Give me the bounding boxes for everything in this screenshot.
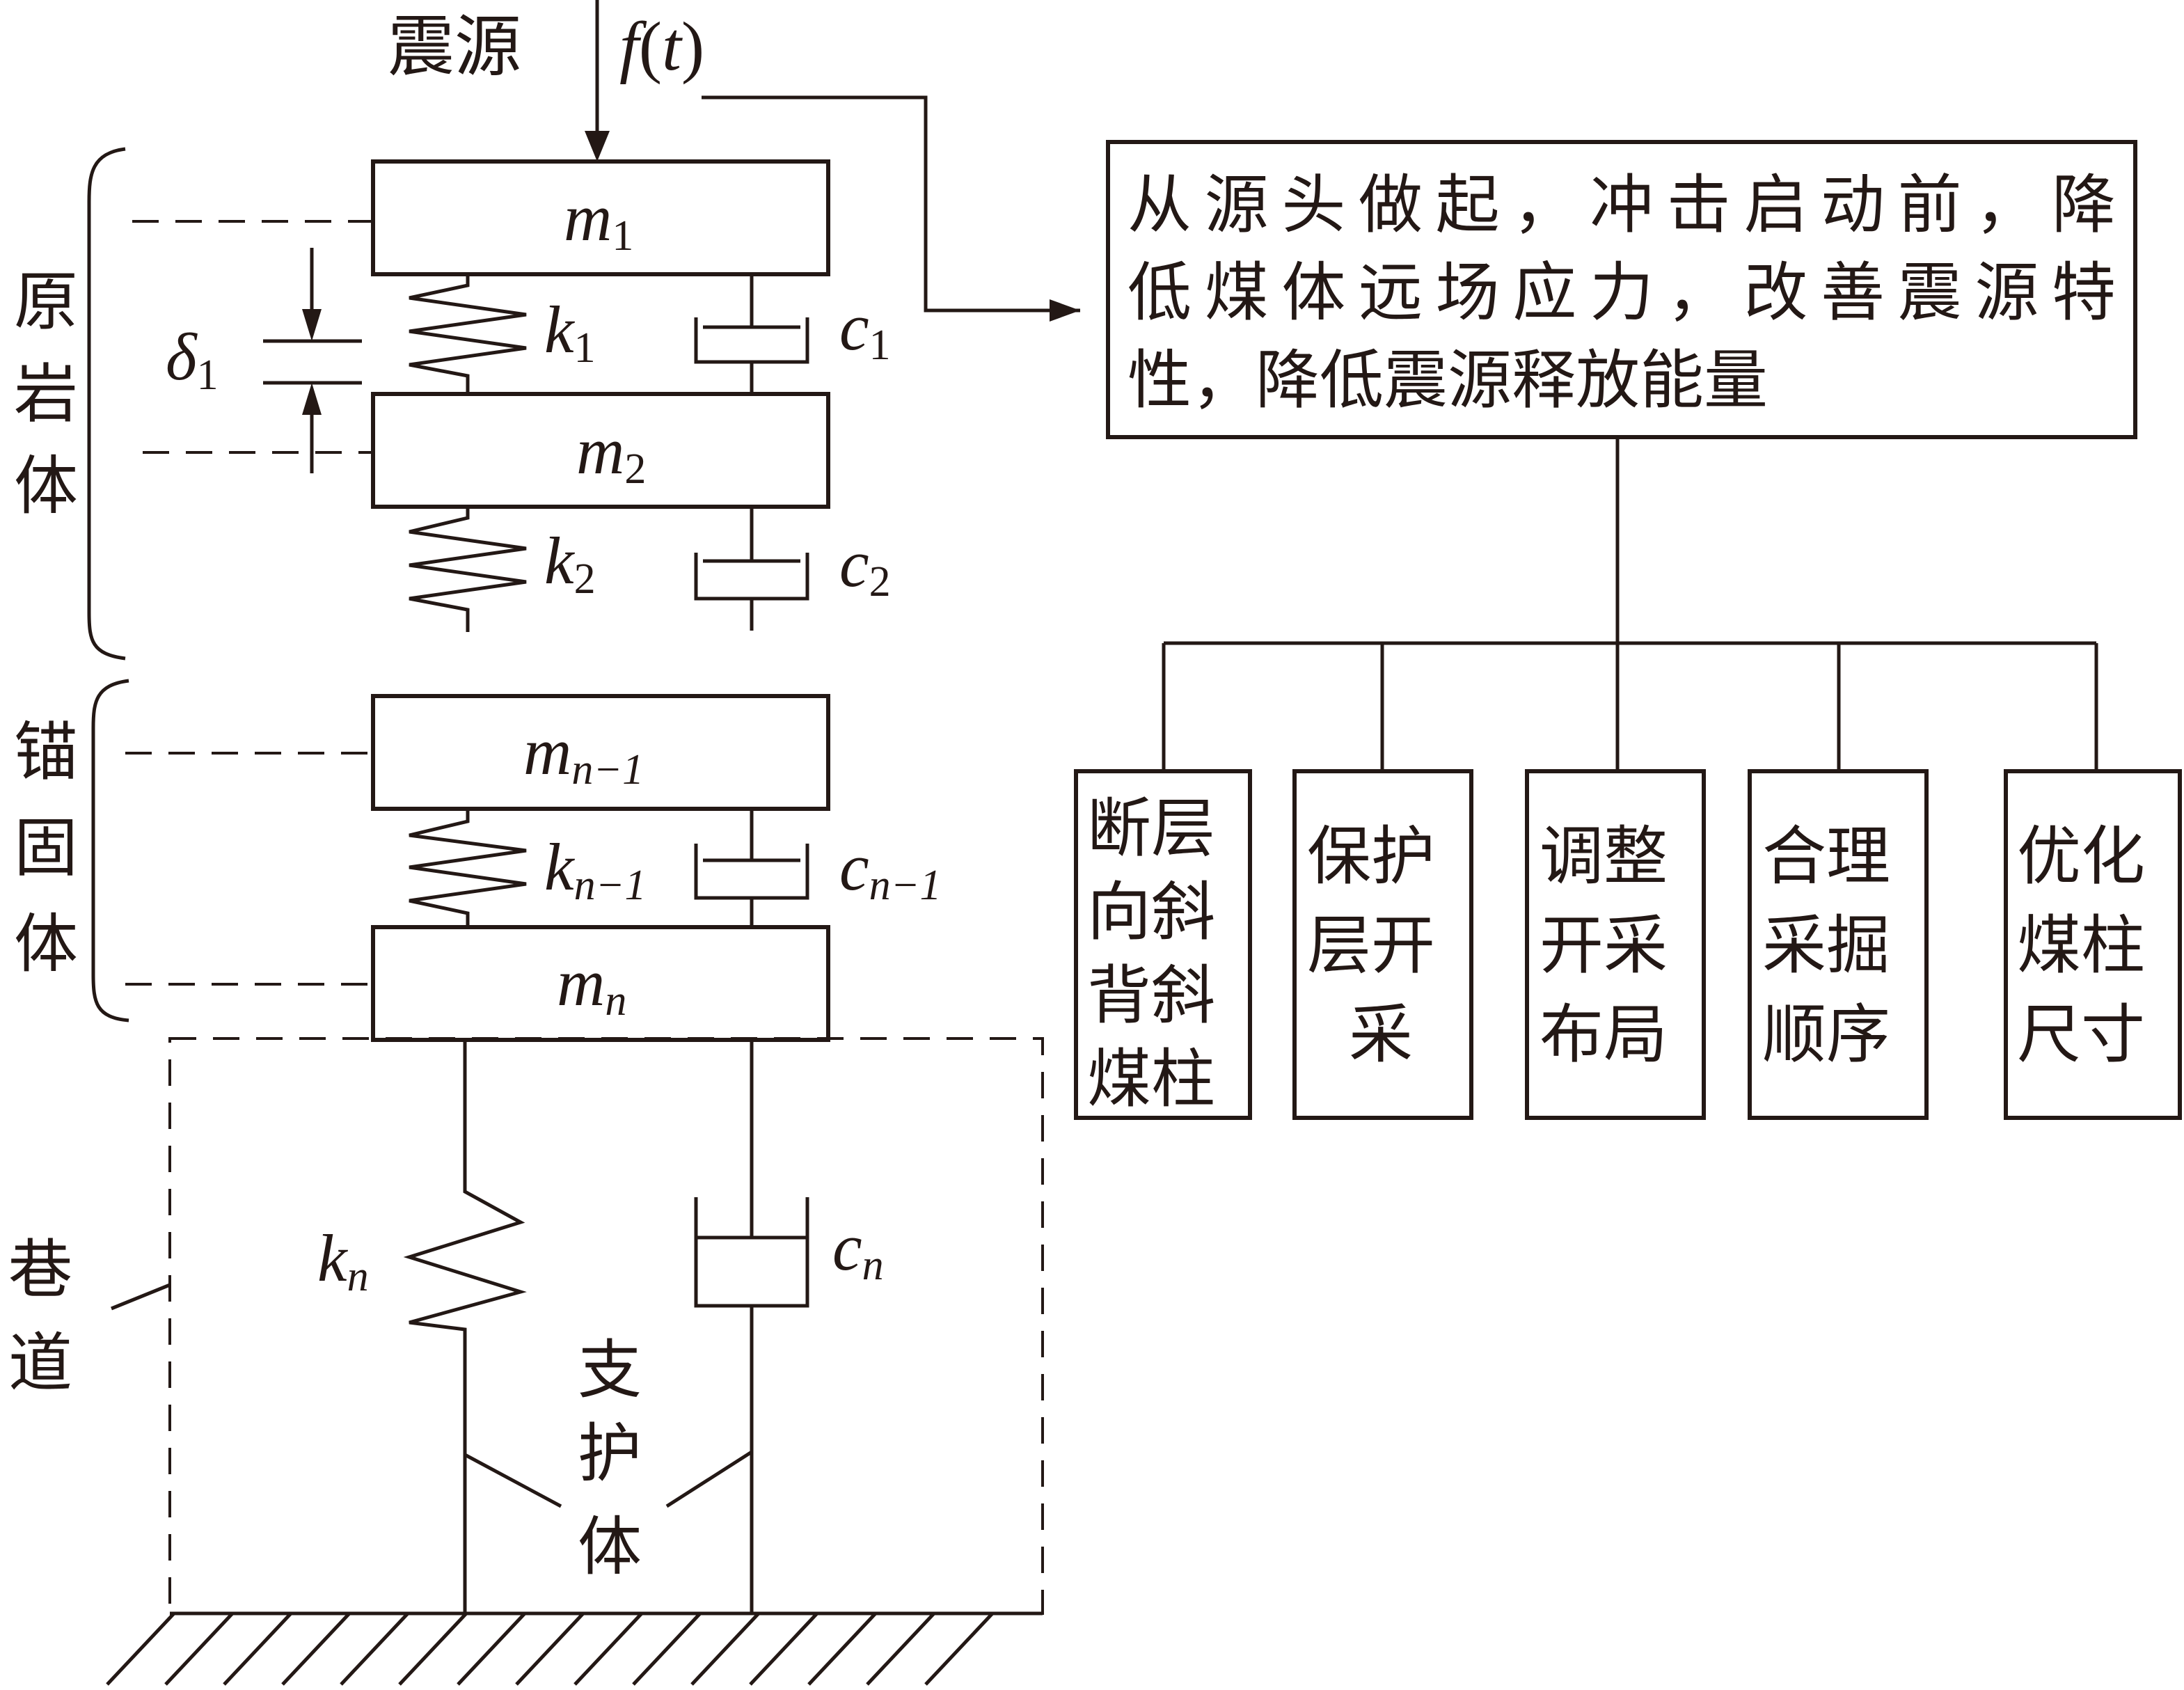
measure-pillar-line-1: 优化 [2017, 819, 2145, 894]
spring-k1-label: k1 [544, 292, 596, 372]
mass-m2-label: m2 [576, 413, 646, 493]
connector-arrowhead [1050, 299, 1080, 322]
ground [106, 1611, 1043, 1686]
rock-label-3: 体 [14, 449, 78, 523]
ground-hatch-line [164, 1612, 234, 1686]
force-label: f(t) [619, 8, 704, 85]
ground-hatch-line [515, 1612, 585, 1686]
strategy-line-3: 性，降低震源释放能量 [1127, 343, 1768, 418]
measure-box-fault [1074, 769, 1252, 1120]
measure-sequence-line-2: 采掘 [1762, 908, 1890, 983]
source-label: 震源 [388, 8, 521, 86]
anchor-label-3: 体 [14, 907, 78, 981]
spring-kn [403, 1040, 527, 1613]
delta-upper-arrowhead [302, 309, 322, 341]
mass-mn-1 [371, 694, 830, 811]
damper-c2-label: c2 [839, 526, 891, 606]
measure-box-sequence [1748, 769, 1929, 1120]
ground-hatch-line [573, 1612, 643, 1686]
measure-fault-line-1: 断层 [1087, 791, 1215, 866]
mass-mn [371, 925, 830, 1042]
measure-layout-line-3: 布局 [1540, 997, 1668, 1072]
roadway-label-2: 道 [8, 1326, 72, 1400]
ground-hatch-line [457, 1612, 526, 1686]
measure-protective-line-3: 采 [1349, 997, 1413, 1072]
mass-mn-1-label: mn−1 [523, 714, 644, 793]
measure-layout-line-1: 调整 [1540, 819, 1668, 894]
strategy-main-box [1106, 140, 2137, 439]
rock-label-2: 岩 [14, 357, 78, 432]
mass-mn-label: mn [557, 945, 626, 1025]
spring-kn-label: kn [317, 1221, 369, 1300]
anchor-label-2: 固 [14, 811, 78, 885]
ground-hatch-line [106, 1612, 175, 1686]
mass-m1-label: m1 [564, 180, 633, 260]
ground-hatch-line [340, 1612, 409, 1686]
source-arrowhead [585, 131, 610, 161]
measure-protective-line-1: 保护 [1307, 819, 1435, 894]
measure-box-protective [1292, 769, 1473, 1120]
mass-m1 [371, 159, 830, 276]
damper-c1-label: c1 [839, 290, 891, 369]
ground-hatch-line [690, 1612, 760, 1686]
spring-kn-1-label: kn−1 [544, 830, 646, 909]
strategy-line-2: 低煤体远场应力，改善震源特 [1127, 255, 2116, 330]
damper-c2 [694, 507, 809, 631]
measure-layout-line-2: 开采 [1540, 908, 1668, 983]
measure-pillar-line-3: 尺寸 [2017, 997, 2145, 1072]
delta-label: δ1 [166, 319, 219, 399]
damper-cn-1-label: cn−1 [839, 830, 941, 909]
measure-protective-line-2: 层开 [1307, 908, 1435, 983]
spring-k2 [409, 507, 527, 632]
measure-fault-line-2: 向斜 [1087, 875, 1215, 949]
roadway-box [168, 1037, 1044, 1615]
ground-hatch-line [398, 1612, 468, 1686]
ground-hatch-line [749, 1612, 818, 1686]
ground-hatch-line [632, 1612, 702, 1686]
damper-c1 [694, 274, 809, 394]
measure-sequence-line-1: 合理 [1762, 819, 1890, 894]
spring-k2-label: k2 [544, 523, 596, 603]
measure-box-layout [1525, 769, 1706, 1120]
damper-cn-1 [694, 809, 809, 927]
displacement-marker: δ1 [166, 248, 362, 473]
ground-hatch-line [924, 1612, 994, 1686]
ground-hatch-line [223, 1612, 292, 1686]
spring-k1 [409, 274, 527, 394]
roadway-leader [111, 1283, 171, 1311]
ground-hatch-line [281, 1612, 351, 1686]
ground-hatch-line [866, 1612, 935, 1686]
anchor-brace [91, 679, 129, 1022]
damper-cn-label: cn [832, 1210, 884, 1289]
measure-sequence-line-3: 顺序 [1762, 997, 1890, 1072]
measure-pillar-line-2: 煤柱 [2017, 908, 2145, 983]
anchor-label-1: 锚 [14, 715, 78, 789]
roadway-label-1: 巷 [8, 1233, 72, 1307]
support-label-1: 支 [578, 1333, 642, 1407]
rock-label-1: 原 [14, 264, 78, 339]
ground-hatch-line [807, 1612, 877, 1686]
tree-connectors [1162, 437, 2098, 771]
support-label-2: 护 [578, 1416, 642, 1491]
support-label-3: 体 [578, 1510, 642, 1584]
mass-m2 [371, 392, 830, 509]
spring-kn-1 [409, 809, 527, 927]
strategy-line-1: 从源头做起，冲击启动前，降 [1127, 168, 2116, 242]
support-leader-left [464, 1453, 562, 1508]
seismic-source: 震源 f(t) [388, 0, 704, 161]
rock-brace [87, 147, 126, 661]
support-leader-right [665, 1450, 753, 1508]
measure-box-pillar [2004, 769, 2182, 1120]
measure-fault-line-3: 背斜 [1087, 958, 1215, 1033]
connector-arrow [702, 95, 1080, 313]
measure-fault-line-4: 煤柱 [1087, 1042, 1215, 1116]
damper-cn [694, 1040, 809, 1613]
